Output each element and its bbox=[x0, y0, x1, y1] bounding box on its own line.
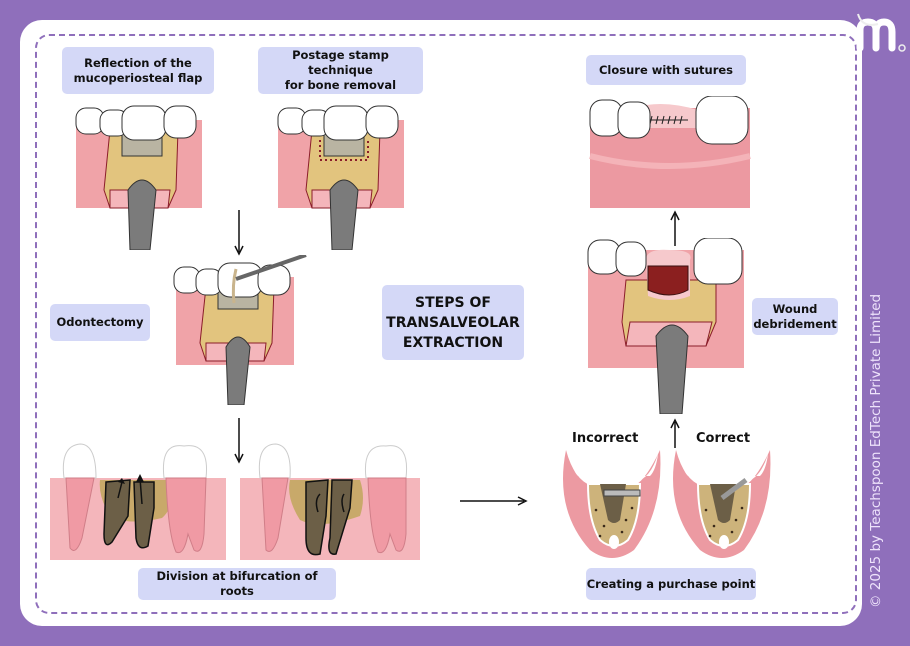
step-label-root-division: Division at bifurcation of roots bbox=[138, 568, 336, 600]
suture-closure-illustration bbox=[589, 96, 751, 208]
step-label-line: Reflection of the bbox=[84, 55, 192, 70]
step-label-line: debridement bbox=[753, 316, 837, 331]
root-division-illustration-1 bbox=[50, 443, 226, 560]
step-label-line: Postage stamp technique bbox=[292, 48, 389, 77]
odontectomy-illustration bbox=[173, 255, 307, 405]
step-label-line: mucoperiosteal flap bbox=[73, 70, 203, 85]
step-label-text: Division at bifurcation of roots bbox=[156, 569, 318, 598]
arrow-down-icon bbox=[234, 418, 244, 464]
title-line: TRANSALVEOLAR bbox=[386, 314, 520, 331]
incorrect-label: Incorrect bbox=[572, 431, 639, 446]
step-label-purchase-point: Creating a purchase point bbox=[586, 568, 756, 600]
arrow-right-icon bbox=[460, 496, 528, 506]
dashed-border bbox=[35, 34, 857, 614]
step-label-text: Closure with sutures bbox=[598, 62, 734, 77]
step-label-text: Creating a purchase point bbox=[586, 576, 756, 591]
step-label-postage-stamp: Postage stamp technique for bone removal bbox=[258, 47, 423, 94]
root-division-illustration-2 bbox=[240, 443, 420, 560]
wound-debridement-illustration bbox=[587, 238, 744, 414]
purchase-point-incorrect-illustration bbox=[563, 450, 661, 558]
purchase-point-correct-illustration bbox=[673, 450, 771, 558]
step-label-line: Wound bbox=[772, 301, 818, 316]
arrow-up-icon bbox=[670, 418, 680, 448]
arrow-up-icon bbox=[670, 210, 680, 246]
step-label-flap-reflection: Reflection of the mucoperiosteal flap bbox=[62, 47, 214, 94]
step-label-closure: Closure with sutures bbox=[586, 55, 746, 85]
step-label-line: for bone removal bbox=[284, 78, 397, 92]
arrow-down-icon bbox=[234, 210, 244, 256]
step-label-odontectomy: Odontectomy bbox=[50, 304, 150, 341]
title-line: STEPS OF bbox=[415, 294, 491, 311]
step-label-text: Odontectomy bbox=[56, 315, 144, 329]
title-line: EXTRACTION bbox=[402, 334, 504, 351]
copyright-text: © 2025 by Teachspoon EdTech Private Limi… bbox=[868, 293, 884, 608]
flap-reflection-illustration bbox=[75, 105, 202, 250]
diagram-title: STEPS OF TRANSALVEOLAR EXTRACTION bbox=[382, 285, 524, 360]
correct-label: Correct bbox=[696, 431, 751, 446]
medistudygo-logo-icon bbox=[856, 13, 906, 52]
postage-stamp-illustration bbox=[277, 105, 404, 250]
step-label-wound-debridement: Wound debridement bbox=[752, 298, 838, 335]
